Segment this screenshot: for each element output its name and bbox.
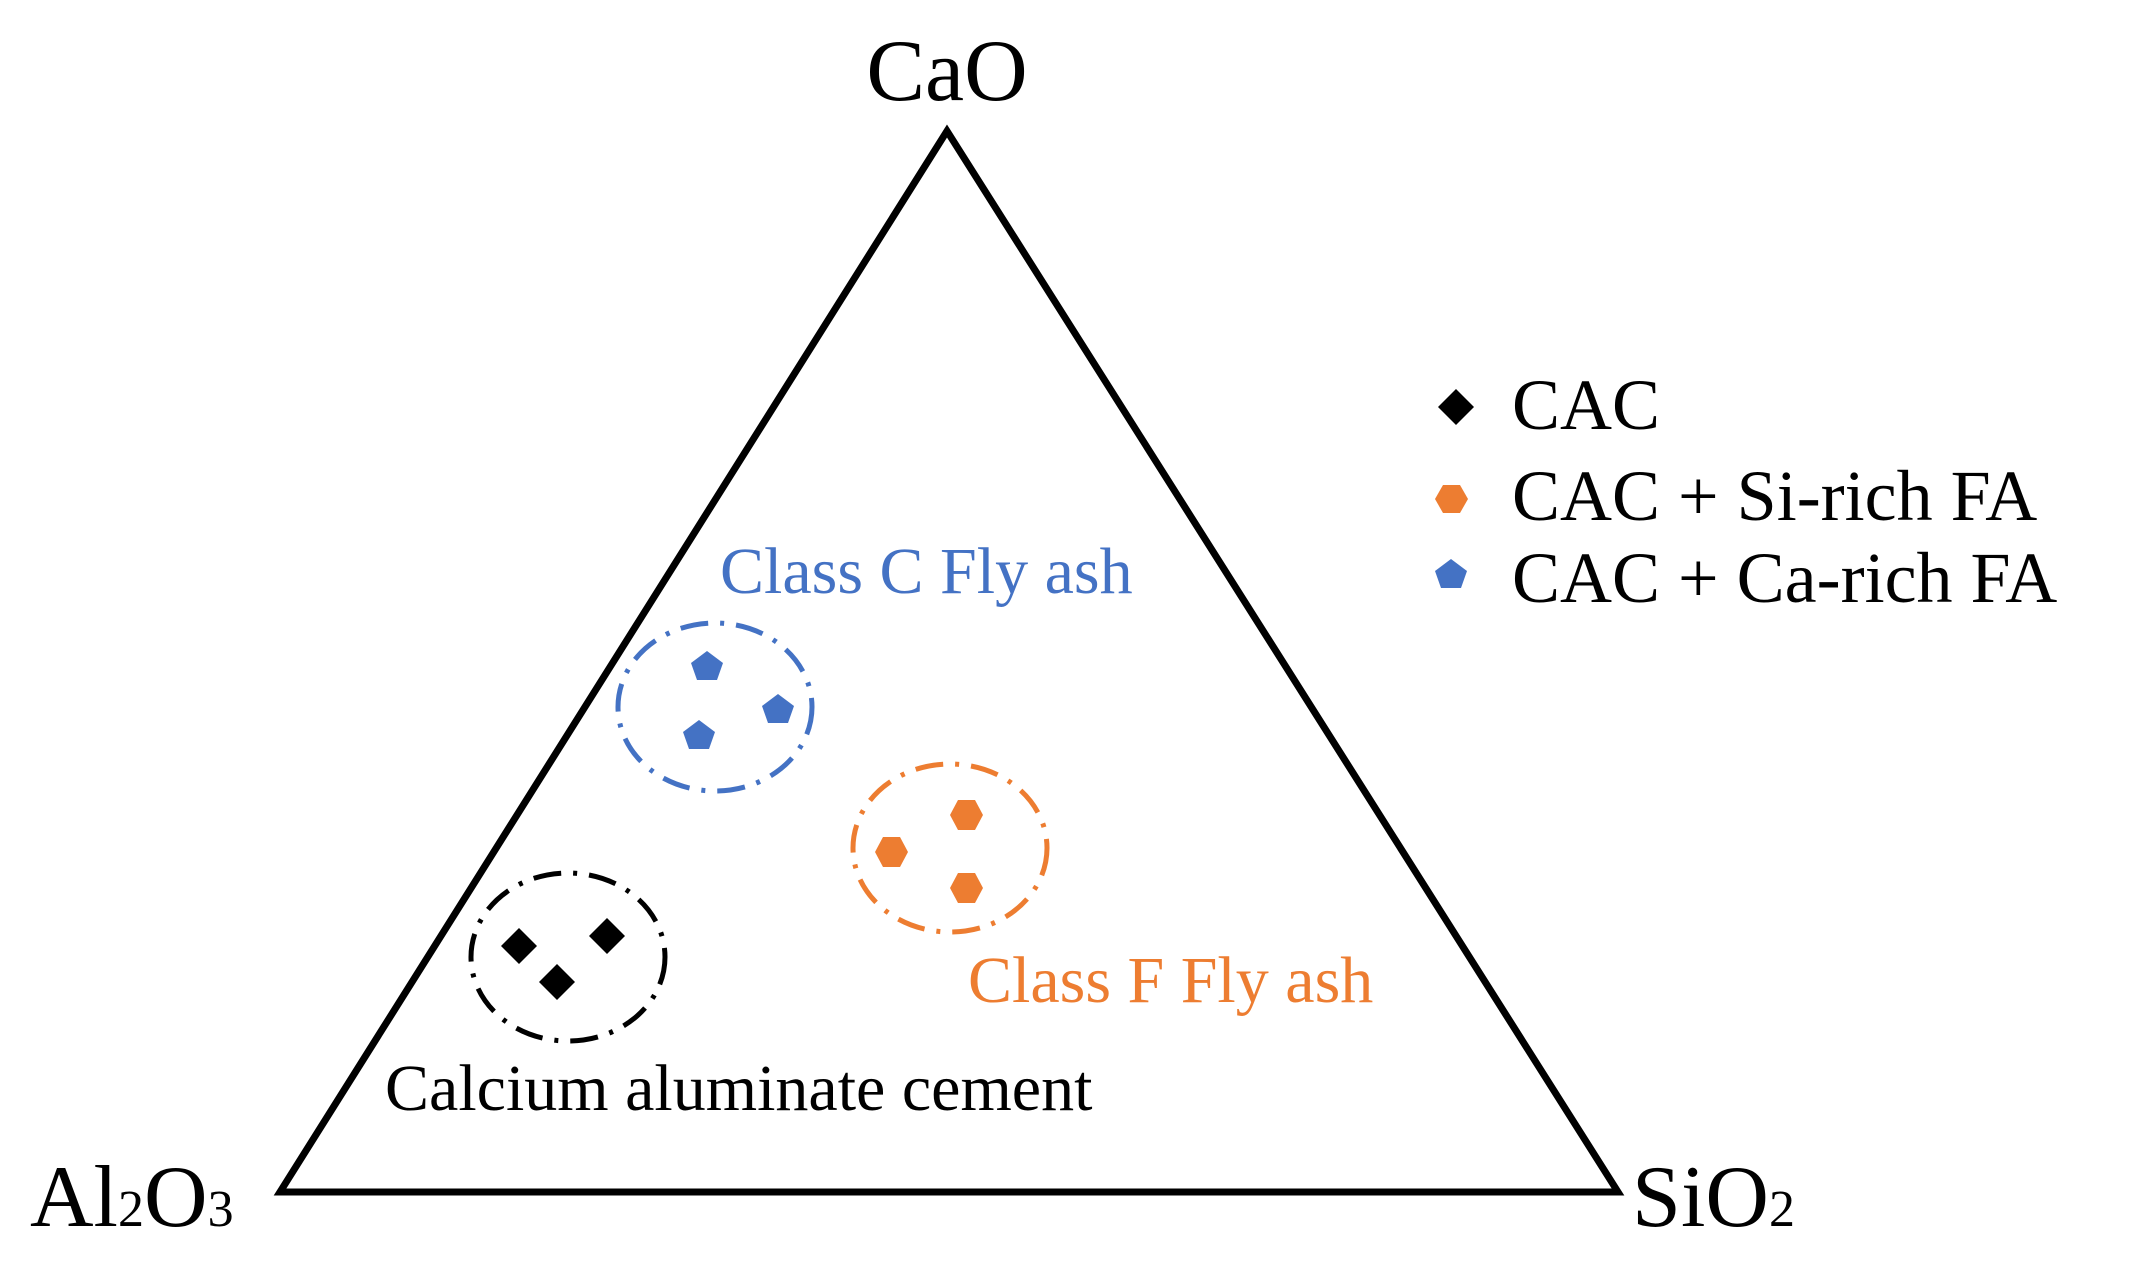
vertex-label-al2o3: Al2O3 [30, 1149, 234, 1246]
class-f-point [950, 873, 983, 903]
cac-point [539, 964, 575, 1000]
legend-label: CAC + Ca-rich FA [1512, 538, 2057, 618]
class-f-point [875, 837, 908, 867]
legend-label: CAC + Si-rich FA [1512, 456, 2037, 536]
hexagon-icon [1435, 485, 1468, 513]
cac-region: Calcium aluminate cement [385, 870, 1092, 1125]
legend: CAC CAC + Si-rich FA CAC + Ca-rich FA [1435, 365, 2057, 618]
class-c-boundary [615, 620, 815, 794]
class-f-point [950, 800, 983, 830]
cac-point [589, 918, 625, 954]
legend-item-cac: CAC [1438, 365, 1660, 445]
cac-point [501, 928, 537, 964]
class-c-point [691, 651, 723, 680]
vertex-label-sio2: SiO2 [1632, 1149, 1795, 1246]
legend-item-ca-rich: CAC + Ca-rich FA [1435, 538, 2057, 618]
class-f-region: Class F Fly ash [850, 761, 1373, 1017]
class-f-label: Class F Fly ash [968, 944, 1373, 1017]
class-c-point [762, 694, 794, 723]
pentagon-icon [1435, 559, 1467, 588]
class-f-boundary [850, 761, 1050, 935]
vertex-label-cao: CaO [866, 23, 1027, 120]
class-c-region: Class C Fly ash [615, 535, 1133, 794]
diamond-icon [1438, 389, 1474, 425]
legend-label: CAC [1512, 365, 1660, 445]
ternary-triangle [273, 124, 1625, 1196]
cac-boundary [468, 870, 668, 1044]
class-c-point [683, 720, 715, 749]
legend-item-si-rich: CAC + Si-rich FA [1435, 456, 2037, 536]
class-c-label: Class C Fly ash [720, 535, 1133, 608]
cac-label: Calcium aluminate cement [385, 1052, 1092, 1125]
